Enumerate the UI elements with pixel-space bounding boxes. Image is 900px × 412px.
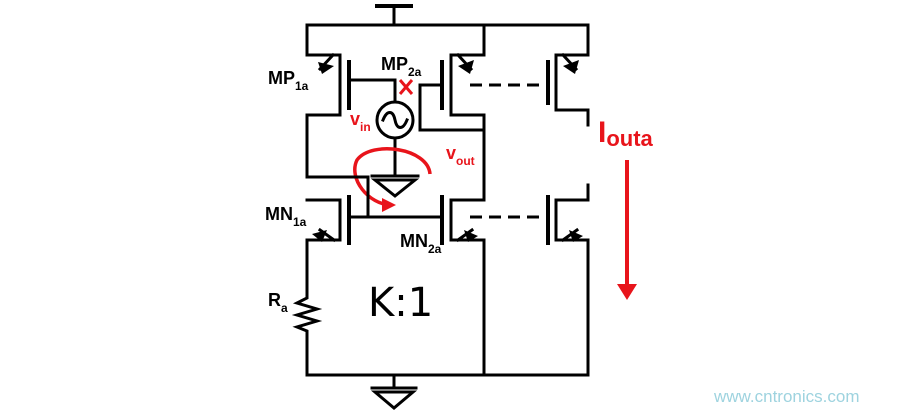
nmos-transistor-icon xyxy=(305,175,444,292)
vdd-supply-icon xyxy=(375,4,413,27)
mn2a-label: MN2a xyxy=(400,231,442,256)
resistor-icon xyxy=(291,288,323,377)
ac-source-icon xyxy=(375,78,415,178)
mn1a-label: MN1a xyxy=(265,204,307,229)
ground-icon xyxy=(370,386,418,410)
pmos-transistor-icon xyxy=(470,52,590,127)
cross-mark-icon xyxy=(398,79,414,95)
mp2a-label: MP2a xyxy=(381,54,422,79)
vin-label: vin xyxy=(350,109,371,134)
iouta-label: Iouta xyxy=(598,116,654,151)
current-arrow-icon xyxy=(617,160,637,300)
nmos-transistor-icon xyxy=(440,195,486,377)
nmos-transistor-icon xyxy=(470,183,590,377)
mp1a-label: MP1a xyxy=(268,68,309,93)
mirror-ratio-label: K:1 xyxy=(368,280,433,326)
top-rail xyxy=(305,23,590,57)
loop-arrow-icon xyxy=(353,147,432,212)
vout-label: vout xyxy=(446,143,475,168)
pmos-transistor-icon xyxy=(305,52,397,179)
ra-label: Ra xyxy=(268,290,288,315)
ground-icon xyxy=(370,174,420,198)
bottom-rail xyxy=(305,373,590,390)
pmos-transistor-icon xyxy=(418,52,486,202)
watermark: www.cntronics.com xyxy=(713,387,859,406)
